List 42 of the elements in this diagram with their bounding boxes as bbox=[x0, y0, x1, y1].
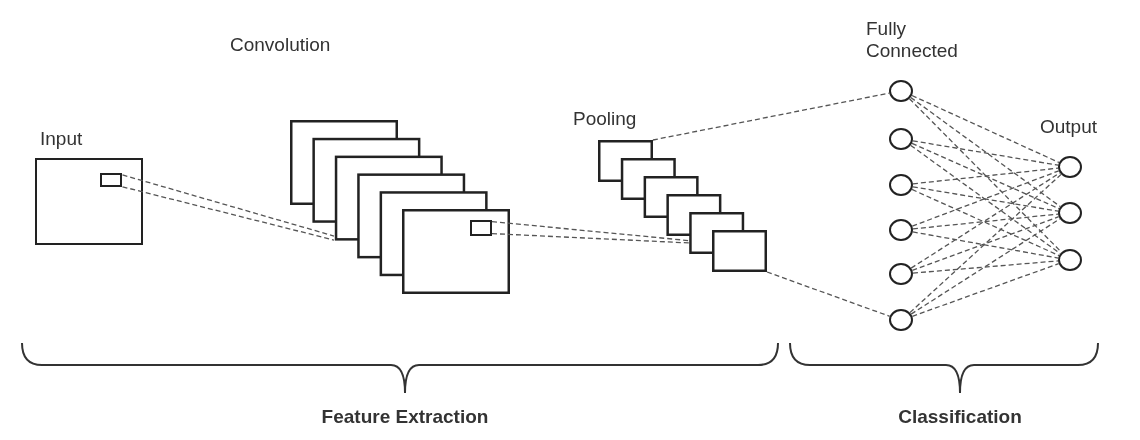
neuron-circle bbox=[889, 219, 913, 241]
connector-line bbox=[491, 220, 691, 242]
connector-line bbox=[652, 92, 890, 141]
connector-line bbox=[912, 213, 1059, 230]
neuron-circle bbox=[889, 128, 913, 150]
connector-line bbox=[910, 218, 1061, 315]
connector-line bbox=[121, 174, 335, 237]
feature-map bbox=[35, 158, 143, 245]
connector-line bbox=[910, 96, 1061, 208]
neuron-circle bbox=[1058, 249, 1082, 271]
connector-line bbox=[908, 98, 1063, 253]
connector-line bbox=[912, 260, 1059, 274]
layer-label: Pooling bbox=[573, 108, 637, 130]
connector-line bbox=[911, 142, 1060, 210]
connector-line bbox=[911, 188, 1060, 257]
layer-label: Convolution bbox=[230, 34, 331, 56]
window-box bbox=[470, 220, 492, 236]
connector-line bbox=[911, 216, 1060, 271]
section-label: Classification bbox=[898, 406, 1022, 428]
layer-label: Input bbox=[40, 128, 83, 150]
neuron-circle bbox=[889, 309, 913, 331]
neuron-circle bbox=[889, 80, 913, 102]
connector-line bbox=[911, 94, 1060, 164]
window-box bbox=[100, 173, 122, 187]
neuron-circle bbox=[889, 174, 913, 196]
layer-label: Fully Connected bbox=[866, 18, 959, 62]
connector-line bbox=[491, 232, 691, 244]
layer-label: Output bbox=[1040, 116, 1098, 138]
section-label: Feature Extraction bbox=[321, 406, 489, 428]
neuron-circle bbox=[1058, 202, 1082, 224]
connector-line bbox=[911, 263, 1060, 317]
connector-line bbox=[912, 231, 1059, 259]
neuron-circle bbox=[1058, 156, 1082, 178]
connector-line bbox=[121, 186, 335, 241]
connector-line bbox=[912, 186, 1059, 212]
connector-line bbox=[911, 170, 1060, 227]
connector-line bbox=[910, 172, 1061, 269]
neuron-circle bbox=[889, 263, 913, 285]
connector-line bbox=[912, 167, 1059, 185]
connector-line bbox=[766, 271, 891, 317]
connector-line bbox=[909, 173, 1062, 314]
connector-line bbox=[912, 140, 1059, 166]
